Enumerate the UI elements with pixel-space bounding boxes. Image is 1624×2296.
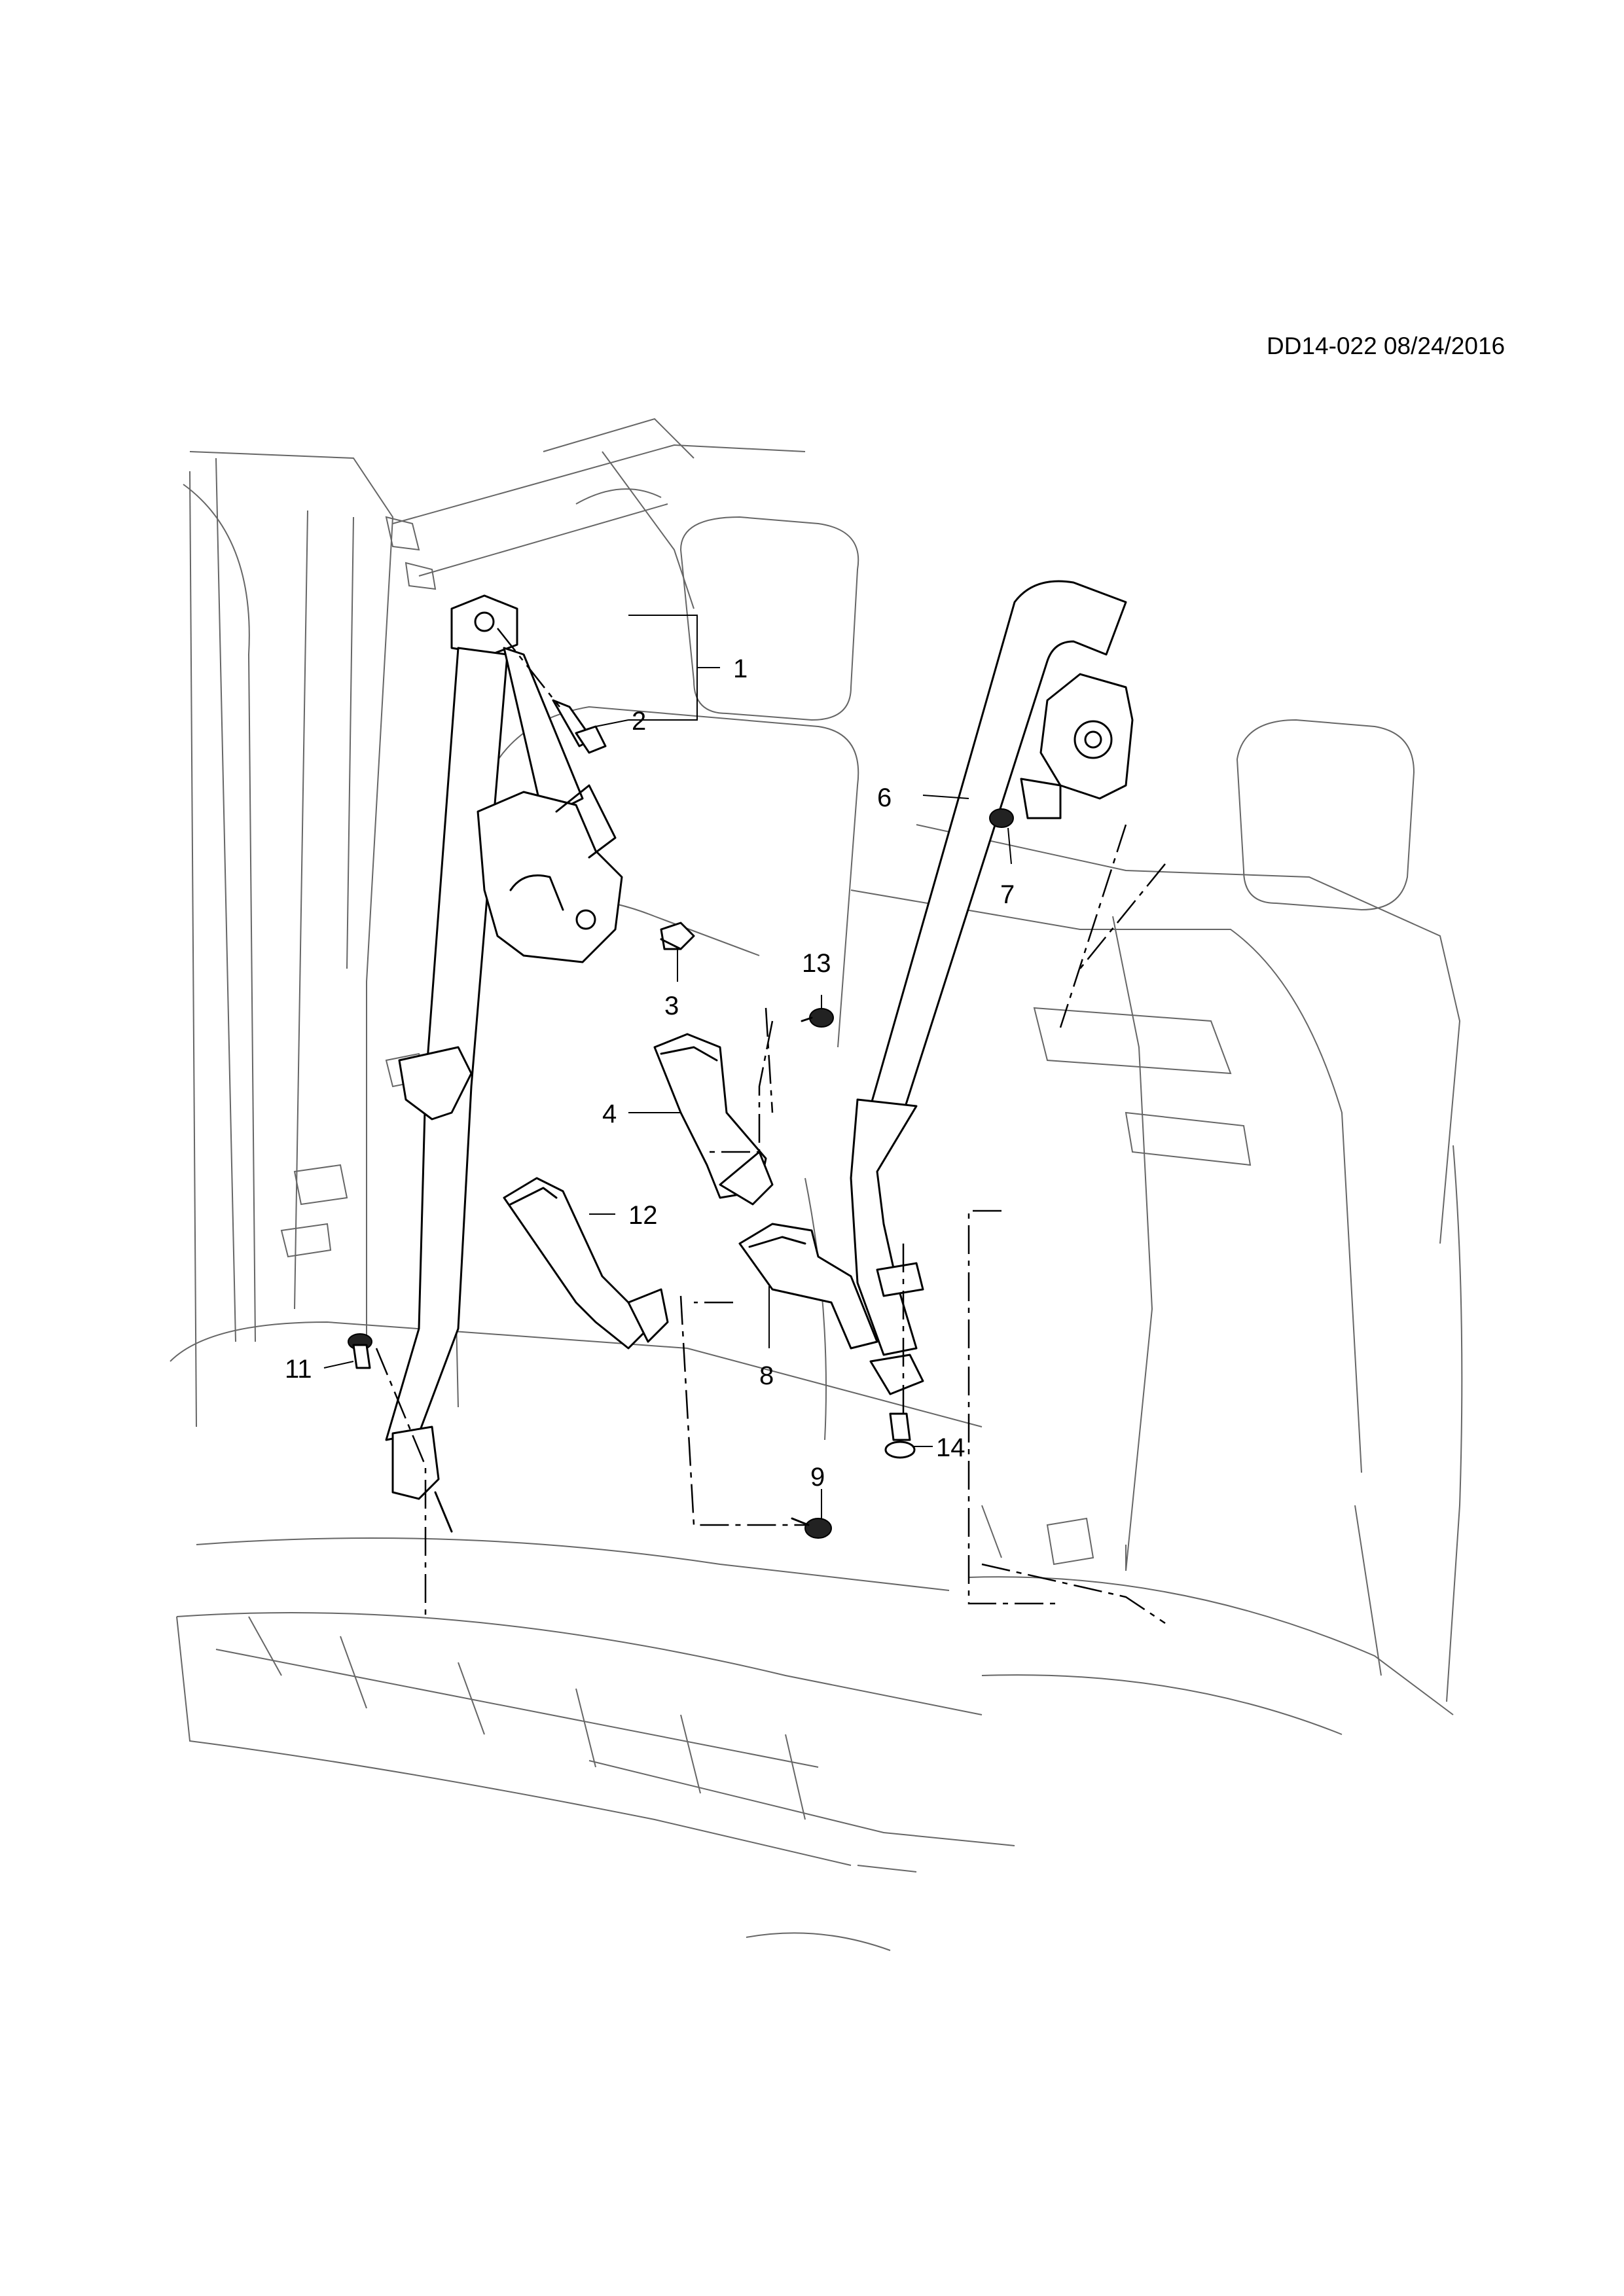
bolt-3 bbox=[660, 922, 695, 950]
nut-13 bbox=[801, 1008, 834, 1028]
callout-14: 14 bbox=[936, 1433, 965, 1462]
callout-labels: 1 2 3 4 6 7 8 9 11 12 13 14 bbox=[285, 655, 1015, 1492]
callout-13: 13 bbox=[802, 949, 831, 978]
callout-6: 6 bbox=[877, 783, 892, 812]
bolt-11 bbox=[348, 1333, 372, 1369]
center-seat-belt-6 bbox=[850, 580, 1134, 1356]
left-seat-belt-assembly bbox=[385, 594, 623, 1533]
buckle-12 bbox=[503, 1177, 669, 1350]
callout-leaders bbox=[323, 615, 1012, 1518]
callout-11: 11 bbox=[285, 1355, 312, 1384]
callout-7: 7 bbox=[1000, 880, 1015, 909]
bolt-2 bbox=[552, 699, 607, 754]
assembly-centerlines bbox=[375, 628, 1166, 1624]
callout-1: 1 bbox=[733, 655, 748, 683]
callout-12: 12 bbox=[628, 1201, 658, 1230]
right-rear-seat-outline bbox=[804, 719, 1463, 1735]
callout-8: 8 bbox=[759, 1361, 774, 1390]
bolt-14 bbox=[884, 1412, 916, 1459]
callout-4: 4 bbox=[602, 1100, 617, 1128]
callout-3: 3 bbox=[664, 992, 679, 1020]
document-id-date: DD14-022 08/24/2016 bbox=[1267, 332, 1506, 359]
buckle-8 bbox=[738, 1223, 924, 1395]
buckle-4 bbox=[653, 1033, 774, 1206]
nut-7 bbox=[989, 808, 1014, 828]
callout-2: 2 bbox=[632, 707, 646, 736]
floor-frame-outline bbox=[176, 1505, 1127, 1951]
vehicle-body-outline bbox=[183, 418, 806, 1427]
callout-9: 9 bbox=[810, 1463, 825, 1492]
nut-9 bbox=[791, 1517, 832, 1539]
